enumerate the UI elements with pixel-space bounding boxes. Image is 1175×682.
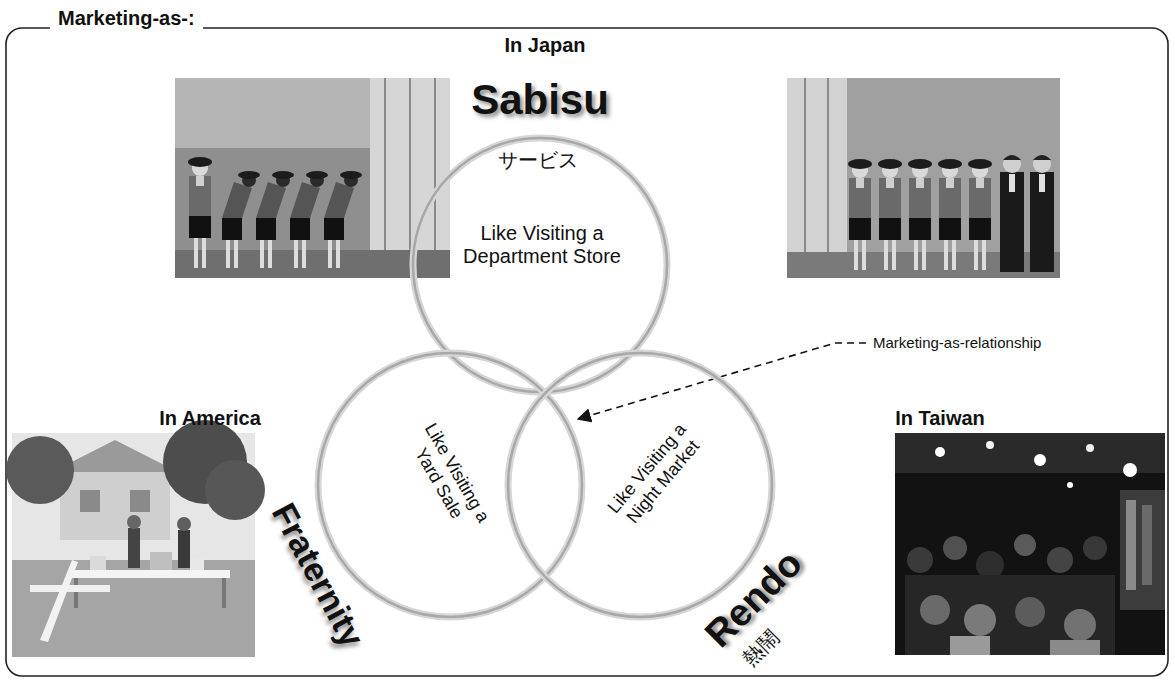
region-heading: In America xyxy=(159,407,261,430)
night-market-photo xyxy=(895,433,1165,655)
outer-frame xyxy=(6,28,1168,676)
circle-text: Like Visiting a Department Store xyxy=(447,222,637,268)
callout-label: Marketing-as-relationship xyxy=(870,334,1044,352)
diagram-title: Marketing-as-: xyxy=(50,6,203,30)
circle-text: Like Visiting a Night Market xyxy=(594,408,716,542)
region-word: Sabisu xyxy=(471,76,609,124)
yard-sale-photo xyxy=(6,420,265,657)
circle-line xyxy=(508,353,772,617)
circle-halo xyxy=(508,353,772,617)
region-heading: In Taiwan xyxy=(895,407,985,430)
department-store-photo-left xyxy=(175,78,450,278)
region-word: サービス xyxy=(498,149,578,172)
region-word: Like Visiting a Yard Sale xyxy=(395,407,501,549)
venn-circle: In Taiwan熱鬧RendoLike Visiting a Night Ma… xyxy=(505,350,775,620)
region-heading: In Japan xyxy=(504,34,585,57)
department-store-photo-right xyxy=(787,78,1060,278)
